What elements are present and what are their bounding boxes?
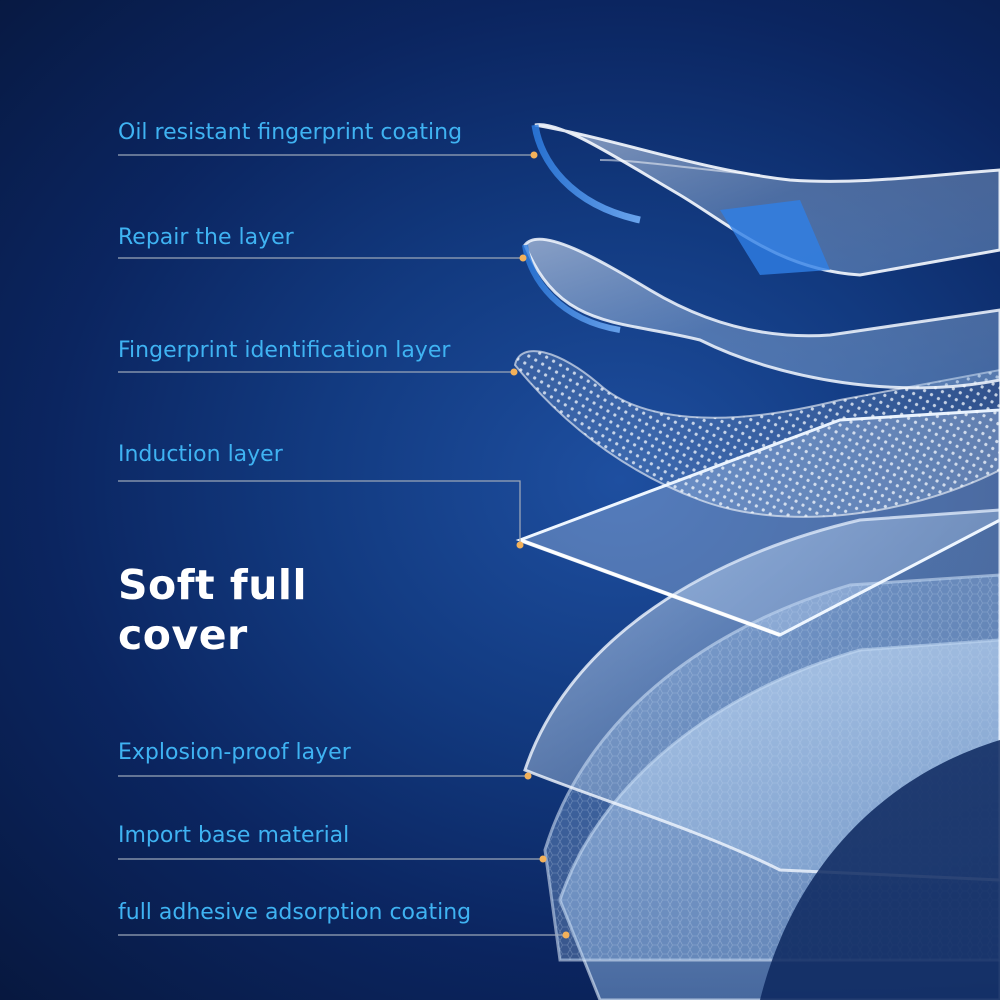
label-adhesive-adsorption-coating: full adhesive adsorption coating <box>118 900 472 925</box>
leader-dots <box>510 151 570 939</box>
leader-dot-2 <box>519 254 527 262</box>
leader-dot-3 <box>510 368 518 376</box>
page-title: Soft full cover <box>118 560 307 660</box>
label-explosion-proof-layer: Explosion-proof layer <box>118 740 351 765</box>
oil-resistant-sheet <box>531 123 1000 277</box>
label-oil-resistant-coating: Oil resistant fingerprint coating <box>118 120 463 145</box>
leader-dot-1 <box>530 151 538 159</box>
bottom-curved-layers <box>523 508 1000 1000</box>
label-import-base-material: Import base material <box>118 823 350 848</box>
leader-dot-5 <box>524 772 532 780</box>
label-repair-layer: Repair the layer <box>118 225 294 250</box>
title-line-2: cover <box>118 611 248 659</box>
title-line-1: Soft full <box>118 561 308 609</box>
leader-dot-4 <box>516 541 524 549</box>
leader-lines <box>118 154 566 936</box>
fingerprint-mesh-layer <box>513 350 1000 518</box>
leader-dot-7 <box>562 931 570 939</box>
repair-layer-sheet <box>522 237 1000 390</box>
label-induction-layer: Induction layer <box>118 442 283 467</box>
leader-line-4 <box>118 480 521 545</box>
label-fingerprint-identification-layer: Fingerprint identification layer <box>118 338 451 363</box>
leader-dot-6 <box>539 855 547 863</box>
